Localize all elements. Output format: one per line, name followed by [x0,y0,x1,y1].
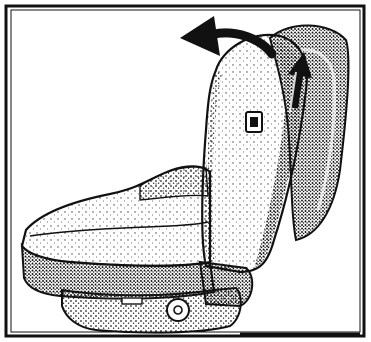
fold-forward-arrow-head-icon [180,16,220,56]
backrest-hinge-cover [200,262,252,306]
adjustment-knob [167,299,189,321]
seat-rail-slot [122,298,142,304]
backrest-lever-slot [250,117,258,127]
seat-bolster [140,167,208,200]
